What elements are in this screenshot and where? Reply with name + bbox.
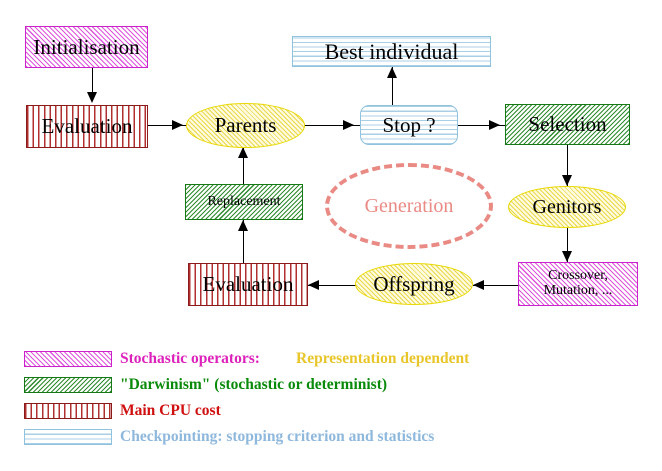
arrowhead-left-evaluation [308, 280, 319, 291]
node-evaluation-top-label: Evaluation [41, 114, 133, 139]
legend-row-checkpointing: Checkpointing: stopping criterion and st… [0, 424, 640, 450]
edge-selection-to-genitors [567, 145, 569, 186]
edge-evaluation-to-parents [148, 125, 188, 127]
legend-row-stochastic-operators: Stochastic operators: Representation dep… [0, 346, 640, 372]
node-crossover-label-line2: Mutation, ... [543, 283, 613, 298]
legend-label-main-cpu-cost: Main CPU cost [120, 402, 221, 419]
node-genitors-label: Genitors [532, 195, 602, 218]
edge-crossover-to-offspring [473, 285, 518, 287]
edge-parents-to-stop [303, 125, 361, 127]
node-selection[interactable]: Selection [505, 104, 630, 145]
legend-swatch-green-diagonal-hatch [24, 377, 112, 393]
node-stop[interactable]: Stop ? [360, 105, 458, 145]
generation-loop-ellipse: Generation [325, 163, 493, 249]
legend-label-representation-dependent: Representation dependent [296, 350, 470, 367]
node-crossover-label-line1: Crossover, [548, 268, 608, 284]
node-offspring-label: Offspring [373, 271, 455, 296]
node-evaluation-bottom[interactable]: Evaluation [188, 263, 308, 306]
node-selection-label: Selection [528, 112, 607, 137]
node-replacement[interactable]: Replacement [185, 184, 303, 220]
arrowhead-left-offspring [473, 280, 484, 291]
legend-swatch-red-vertical-stripes [24, 403, 112, 419]
edge-stop-to-selection [458, 125, 508, 127]
edge-evaluation-to-replacement [243, 220, 245, 264]
edge-genitors-to-crossover [567, 228, 569, 262]
legend-label-darwinism: "Darwinism" (stochastic or determinist) [120, 376, 388, 393]
arrowhead-down-initialisation [87, 92, 98, 103]
node-evaluation-top[interactable]: Evaluation [26, 105, 148, 148]
arrowhead-up-parents [238, 147, 249, 158]
legend-swatch-magenta-diagonal-hatch [24, 351, 112, 367]
legend-row-main-cpu-cost: Main CPU cost [0, 398, 640, 424]
arrowhead-up-best-individual [387, 67, 398, 78]
edge-initialisation-to-evaluation [92, 68, 94, 96]
node-best-individual-label: Best individual [324, 38, 459, 64]
edge-stop-to-best-individual [392, 67, 394, 107]
legend-row-darwinism: "Darwinism" (stochastic or determinist) [0, 372, 640, 398]
edge-replacement-to-parents [243, 147, 245, 185]
node-crossover-mutation[interactable]: Crossover, Mutation, ... [518, 262, 638, 306]
node-offspring[interactable]: Offspring [355, 263, 473, 305]
node-replacement-label: Replacement [207, 193, 281, 209]
arrowhead-down-genitors [562, 175, 573, 186]
arrowhead-right-selection [489, 120, 500, 131]
node-parents[interactable]: Parents [186, 103, 305, 148]
legend-label-checkpointing: Checkpointing: stopping criterion and st… [120, 428, 435, 445]
arrowhead-down-crossover [562, 251, 573, 262]
node-parents-label: Parents [214, 113, 277, 138]
arrowhead-right-parents [172, 120, 183, 131]
generation-label: Generation [364, 194, 454, 217]
node-initialisation-label: Initialisation [33, 34, 140, 59]
node-genitors[interactable]: Genitors [508, 186, 626, 228]
legend: Stochastic operators: Representation dep… [0, 334, 662, 471]
legend-label-stochastic-operators: Stochastic operators: [120, 350, 260, 367]
legend-swatch-blue-horizontal-lines [24, 429, 112, 445]
edge-offspring-to-evaluation [308, 285, 356, 287]
node-evaluation-bottom-label: Evaluation [202, 272, 294, 297]
node-initialisation[interactable]: Initialisation [25, 26, 148, 68]
node-best-individual[interactable]: Best individual [292, 36, 491, 67]
node-stop-label: Stop ? [382, 112, 436, 137]
arrowhead-right-stop [343, 120, 354, 131]
arrowhead-up-replacement [238, 220, 249, 231]
